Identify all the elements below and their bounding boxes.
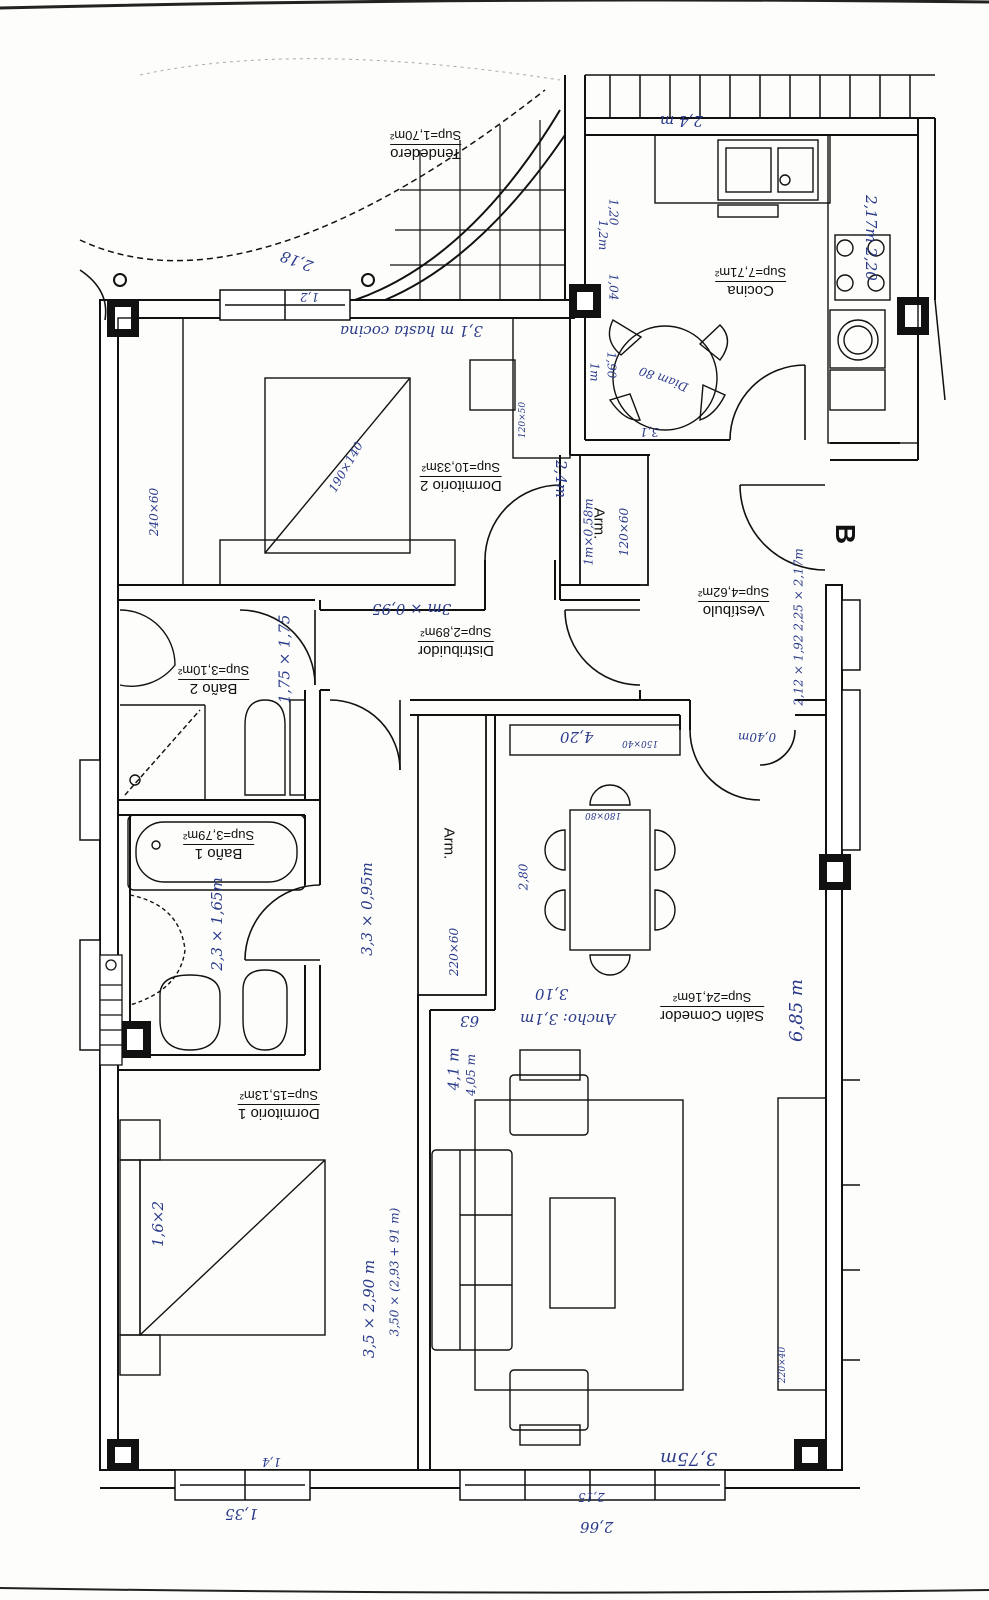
room-area: Sup=2,89m² [418,625,494,642]
dormitorio1-furniture [119,1119,326,1376]
room-area: Sup=10,33m² [420,460,502,477]
wall-right [825,584,843,1471]
note-bano1-dims: 2,3 × 1,65m [207,877,226,971]
room-name: Baño 2 [189,680,238,697]
room-name: Tendedero [390,145,462,162]
note-sal-table: 180×80 [585,810,622,820]
room-bano-2: Baño 2 Sup=3,10m² [178,663,250,697]
note-tend-1-2: 1,2 [300,290,320,304]
scan-bottom-edge [0,1587,989,1594]
note-dorm2-side: 240×60 [147,487,162,537]
note-coc-right: 2,17m 2,20 [862,195,880,281]
note-sal-2-80: 2,80 [516,863,531,891]
room-cocina: Cocina Sup=7,71m² [715,265,787,299]
section-marker-b: B [830,523,862,545]
note-arm-pas: 220×60 [447,927,462,977]
note-arm-vest-2: 120×60 [617,507,632,557]
note-coc-top: 2,4 m [660,112,703,130]
room-area: Sup=4,62m² [698,585,770,602]
room-name: Dormitorio 2 [420,477,502,494]
note-sal-2-15: 2,15 [578,1490,605,1504]
note-sal-ancho: Ancho: 3,1m [520,1010,616,1028]
note-dorm1-dims2: 3,50 × (2,93 + 91 m) [387,1207,402,1337]
room-distribuidor: Distribuidor Sup=2,89m² [418,625,494,659]
windows [174,289,946,1501]
room-area: Sup=15,13m² [238,1088,320,1105]
note-dorm1-bottom: 1,35 [225,1505,259,1523]
bano2-fixtures [119,609,306,800]
note-arm-vest-1: 1m×0,58m [581,498,596,566]
room-dormitorio-1: Dormitorio 1 Sup=15,13m² [238,1088,320,1122]
note-coc-1m: 1m [587,362,602,382]
note-dorm2-desk: 120×50 [518,401,529,439]
room-area: Sup=3,79m² [183,828,255,845]
room-name: Vestíbulo [702,602,765,619]
room-name: Salón Comedor [660,1007,765,1024]
room-area: Sup=1,70m² [390,128,462,145]
tendedero-tiles [390,120,565,300]
salon-furniture [431,724,860,1446]
room-armario-pasillo: Arm. [440,827,458,860]
room-salon-comedor: Salón Comedor Sup=24,16m² [660,990,765,1024]
room-name: Dormitorio 1 [238,1105,320,1122]
room-dormitorio-2: Dormitorio 2 Sup=10,33m² [420,460,502,494]
note-sal-bottom2: 2,66 [580,1518,614,1536]
tendedero-arc [79,89,546,262]
note-vest-dims: 2,12 × 1,92 2,25 × 2,17m [791,548,806,706]
room-tendedero: Tendedero Sup=1,70m² [390,128,462,162]
room-area: Sup=7,71m² [715,265,787,282]
dormitorio2-furniture [117,317,571,586]
bano1-fixtures [127,814,306,1051]
room-vestibulo: Vestíbulo Sup=4,62m² [698,585,770,619]
note-sal-4-05: 4,05 m [463,1054,478,1096]
note-dorm1-bed: 1,6×2 [148,1201,167,1247]
note-sal-4-1: 4,1 m [444,1047,463,1091]
note-sal-63: 63 [460,1012,480,1030]
note-win-1-4: 1,4 [262,1455,282,1469]
kitchen-furniture [608,134,919,444]
room-area: Sup=3,10m² [178,663,250,680]
room-name: Distribuidor [418,642,494,659]
room-bano-1: Baño 1 Sup=3,79m² [183,828,255,862]
note-coc-1-04: 1,04 [606,273,621,301]
scan-top-edge [0,0,989,10]
note-sal-len: 6,85 m [785,979,807,1042]
armario-pasillo [417,714,487,996]
room-name: Cocina [727,282,774,299]
note-pasillo-dims: 3,3 × 0,95m [357,862,376,956]
kitchen-fence [585,74,935,118]
note-coc-1-20: 1,20 [606,198,621,226]
note-coc-1-90: 1,90 [604,351,619,379]
note-sal-bottom: 3,75m [660,1448,718,1469]
note-sal-4-20: 4,20 [560,728,594,746]
note-sal-sofa: 220×40 [778,1346,789,1384]
note-sal-3-10: 3,10 [535,985,569,1003]
note-vest-door: 0,40m [738,730,777,744]
note-dorm1-dims: 3,5 × 2,90 m [360,1259,379,1359]
note-dist-dims: 3m × 0,95 [372,600,452,618]
door-swings [79,269,826,961]
note-sal-shelf: 150×40 [622,738,659,748]
note-bano2-dims: 1,75 × 1,75 [275,614,294,704]
room-name: Baño 1 [194,845,243,862]
note-dorm2-top: 3,1 m hasta cocina [340,322,483,340]
note-coc-bottom: 3,1 [640,425,660,439]
note-dorm2-2-4: 2,4m [552,459,571,499]
room-area: Sup=24,16m² [660,990,765,1007]
wall-left [99,299,119,1471]
